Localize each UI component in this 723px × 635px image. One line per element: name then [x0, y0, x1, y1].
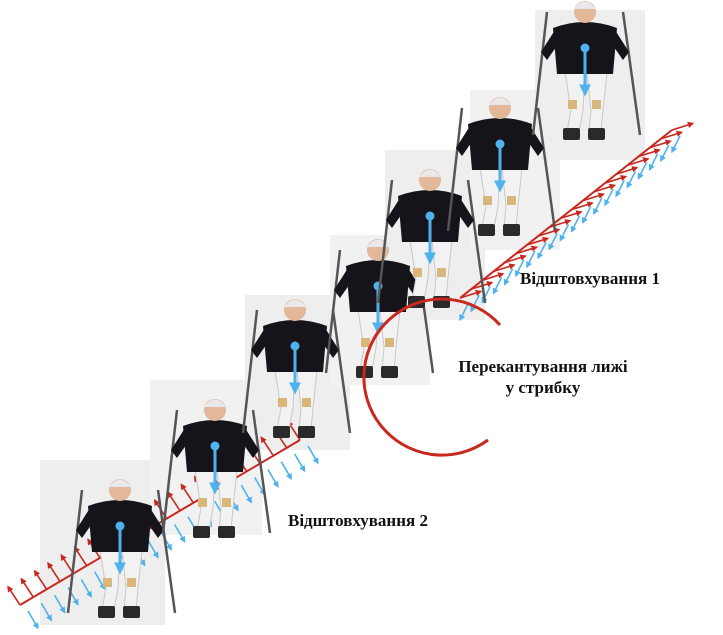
force-arrow-blue — [594, 198, 602, 214]
force-arrow-blue — [650, 154, 658, 170]
force-arrow-blue — [281, 462, 291, 479]
force-arrow-blue — [672, 136, 680, 152]
label-push-off-2: Відштовхування 2 — [288, 510, 428, 531]
label-edge-change: Перекантування лижі у стрибку — [418, 356, 668, 399]
force-arrow-blue — [638, 163, 646, 179]
force-arrow-blue — [268, 470, 278, 487]
label-edge-change-line1: Перекантування лижі — [418, 356, 668, 377]
force-arrow-blue — [527, 251, 535, 267]
force-arrow-blue — [571, 216, 579, 232]
force-arrow-blue — [505, 269, 513, 285]
force-arrow-blue — [605, 189, 613, 205]
force-arrow-blue — [493, 277, 501, 293]
force-arrow-blue — [627, 171, 635, 187]
force-arrow-red — [8, 587, 20, 605]
force-arrow-blue — [28, 611, 38, 628]
force-arrow-red — [672, 123, 693, 130]
force-arrow-blue — [661, 145, 669, 161]
force-arrow-blue — [616, 180, 624, 196]
label-push-off-1: Відштовхування 1 — [520, 268, 660, 289]
force-arrow-blue — [583, 207, 591, 223]
label-edge-change-line2: у стрибку — [418, 377, 668, 398]
force-arrow-red — [21, 579, 33, 597]
force-arrow-blue — [560, 224, 568, 240]
force-arrow-blue — [295, 454, 305, 471]
